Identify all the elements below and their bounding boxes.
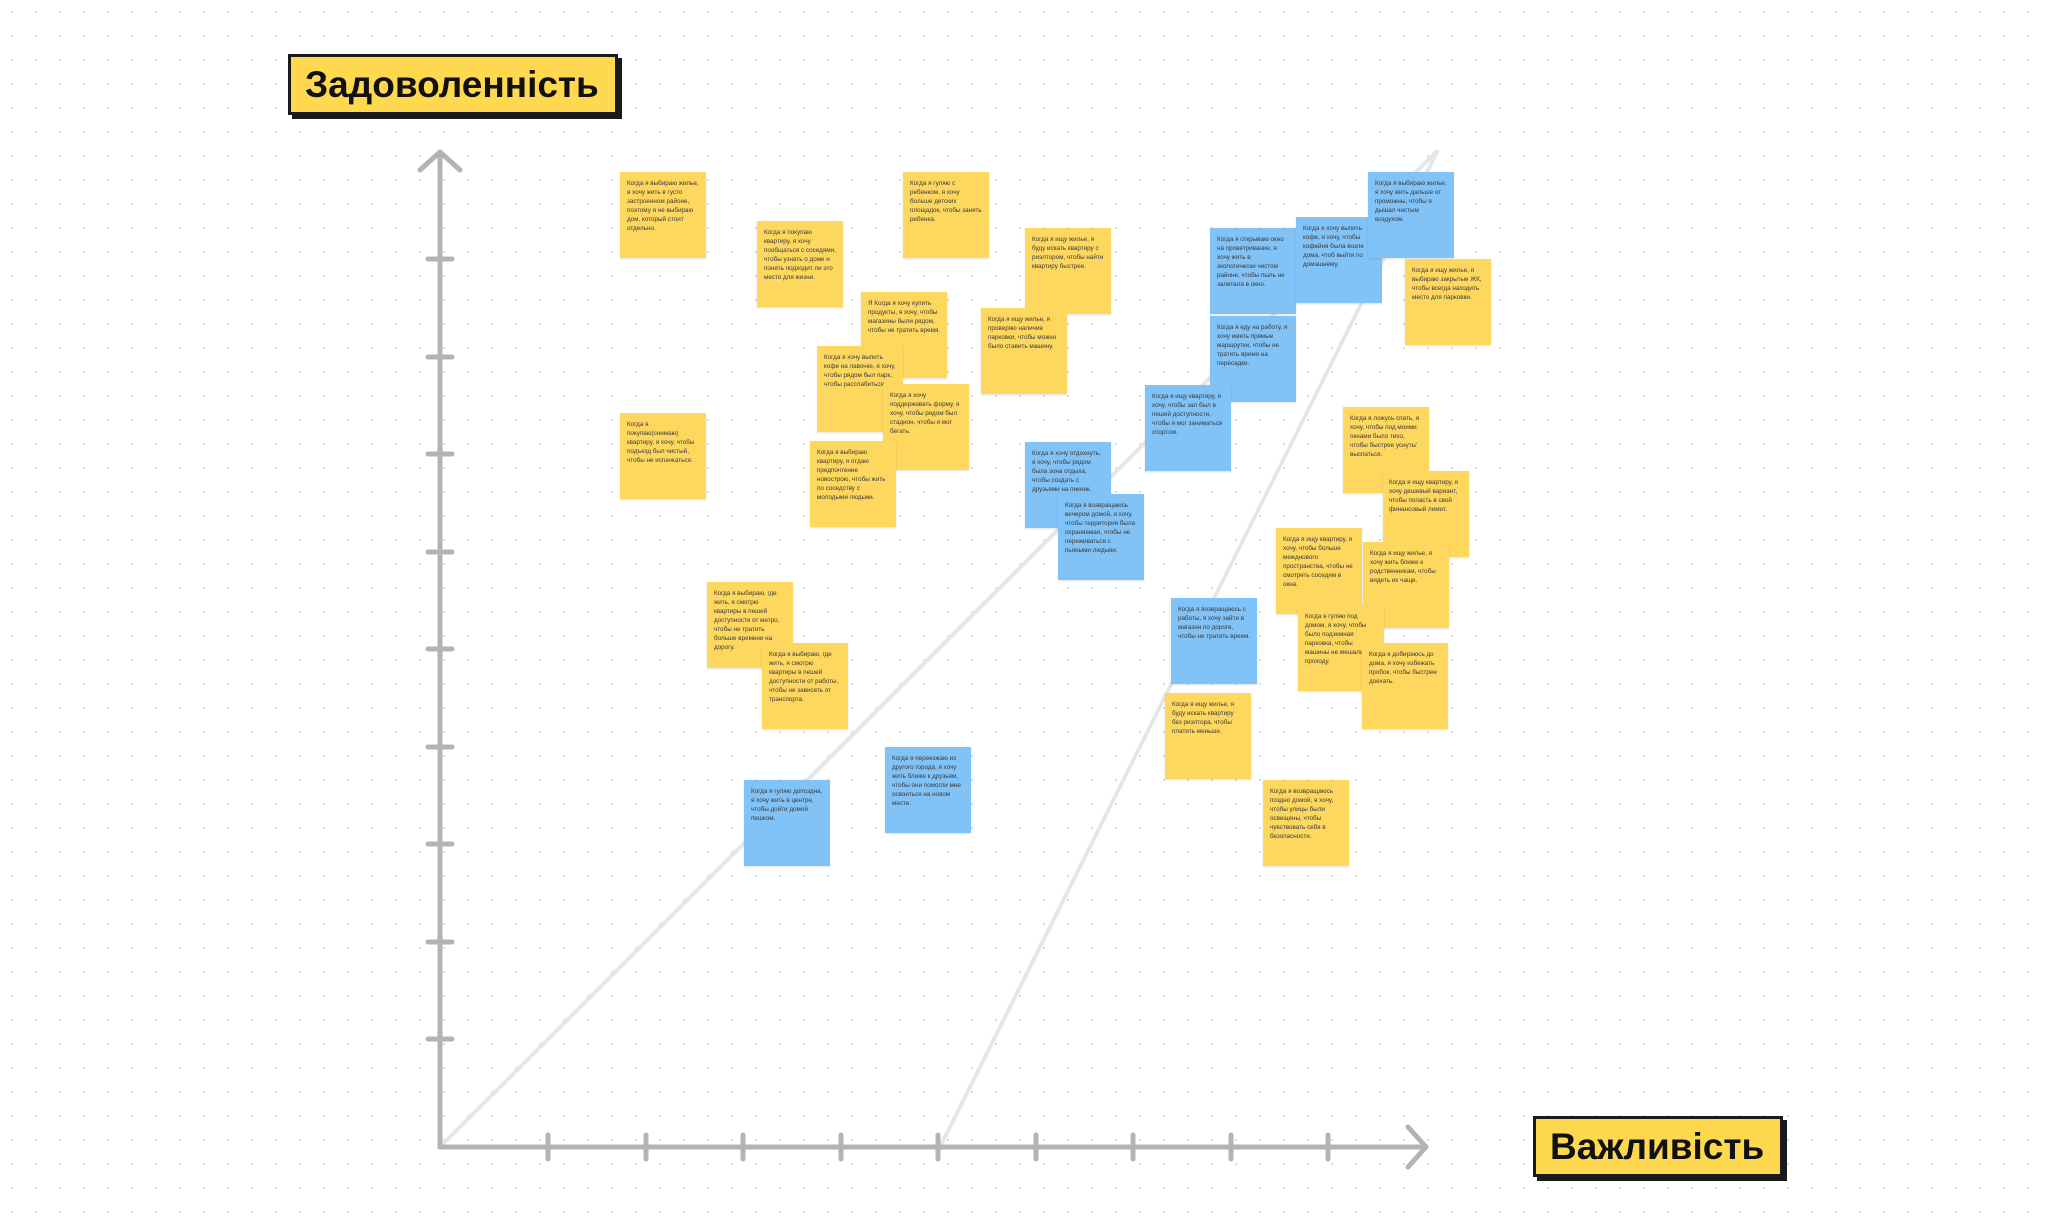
- note-text: Когда я добираюсь до дома, я хочу избежа…: [1369, 651, 1437, 685]
- note-text: Когда я гуляю допоздна, я хочу жить в це…: [751, 788, 823, 822]
- sticky-note-gym[interactable]: Когда я ищу квартиру, я хочу, чтобы зал …: [1145, 385, 1231, 471]
- note-text: Когда я выбираю, где жить, я смотрю квар…: [769, 651, 839, 703]
- sticky-note-avoid-traffic[interactable]: Когда я добираюсь до дома, я хочу избежа…: [1362, 643, 1448, 729]
- note-text: Когда я хочу поддерживать форму, я хочу,…: [890, 392, 960, 435]
- y-axis-title: Задоволенність: [288, 54, 618, 115]
- note-text: Когда я хочу выпить кофе, я хочу, чтобы …: [1303, 225, 1364, 268]
- x-axis: [437, 1124, 1429, 1170]
- y-axis: [417, 149, 463, 1150]
- note-text: Когда я выбираю жилье, я хочу жить в гус…: [627, 180, 699, 232]
- sticky-note-clean-entrance[interactable]: Когда я покупаю(снимаю) квартиру, я хочу…: [620, 413, 706, 499]
- note-text: Когда я хочу отдохнуть, я хочу, чтобы ря…: [1032, 450, 1101, 493]
- note-text: Когда я покупаю квартиру, я хочу пообщат…: [764, 229, 836, 281]
- x-axis-title: Важливість: [1533, 1116, 1783, 1177]
- note-text: Когда я ищу квартиру, я хочу, чтобы боль…: [1283, 536, 1353, 588]
- note-text: Когда я выбираю жилье, я хочу жить дальш…: [1375, 180, 1447, 223]
- sticky-note-lit-streets[interactable]: Когда я возвращаюсь поздно домой, я хочу…: [1263, 780, 1349, 866]
- sticky-note-direct-routes[interactable]: Когда я еду на работу, я хочу иметь прям…: [1210, 316, 1296, 402]
- note-text: Когда я переезжаю из другого города, я х…: [892, 755, 961, 807]
- sticky-note-clean-air[interactable]: Когда я выбираю жилье, я хочу жить дальш…: [1368, 172, 1454, 258]
- sticky-note-guarded-territory[interactable]: Когда я возвращаюсь вечером домой, я хоч…: [1058, 494, 1144, 580]
- sticky-note-realtor[interactable]: Когда я ищу жилье, я буду искать квартир…: [1025, 228, 1111, 314]
- note-text: Когда я ложусь спать, я хочу, чтобы под …: [1350, 415, 1419, 458]
- sticky-note-ecology[interactable]: Когда я открываю окно на проветривание, …: [1210, 228, 1296, 314]
- note-text: Когда я возвращаюсь поздно домой, я хочу…: [1270, 788, 1334, 840]
- sticky-note-playgrounds[interactable]: Когда я гуляю с ребенком, я хочу больше …: [903, 172, 989, 258]
- sticky-note-neighbors[interactable]: Когда я покупаю квартиру, я хочу пообщат…: [757, 221, 843, 307]
- note-text: Я Когда я хочу купить продукты, я хочу, …: [868, 300, 941, 334]
- sticky-note-new-building[interactable]: Когда я выбираю квартиру, я отдаю предпо…: [810, 441, 896, 527]
- sticky-note-near-friends[interactable]: Когда я переезжаю из другого города, я х…: [885, 747, 971, 833]
- note-text: Когда я возвращаюсь с работы, я хочу зай…: [1178, 606, 1251, 640]
- sticky-note-no-realtor[interactable]: Когда я ищу жилье, я буду искать квартир…: [1165, 693, 1251, 779]
- note-text: Когда я гуляю под домом, я хочу, чтобы б…: [1305, 613, 1367, 665]
- note-text: Когда я ищу квартиру, я хочу дешевый вар…: [1389, 479, 1459, 513]
- note-text: Когда я возвращаюсь вечером домой, я хоч…: [1065, 502, 1136, 554]
- sticky-note-parking[interactable]: Когда я ищу жилье, я проверяю наличие па…: [981, 308, 1067, 394]
- note-text: Когда я гуляю с ребенком, я хочу больше …: [910, 180, 982, 223]
- sticky-note-shop-on-way[interactable]: Когда я возвращаюсь с работы, я хочу зай…: [1171, 598, 1257, 684]
- note-text: Когда я ищу жилье, я выбираю закрытые ЖК…: [1412, 267, 1482, 301]
- sticky-note-underground-parking[interactable]: Когда я гуляю под домом, я хочу, чтобы б…: [1298, 605, 1384, 691]
- sticky-note-dense-district[interactable]: Когда я выбираю жилье, я хочу жить в гус…: [620, 172, 706, 258]
- note-text: Когда я еду на работу, я хочу иметь прям…: [1217, 324, 1288, 367]
- note-text: Когда я выбираю квартиру, я отдаю предпо…: [817, 449, 886, 501]
- note-text: Когда я ищу жилье, я буду искать квартир…: [1172, 701, 1235, 735]
- note-text: Когда я покупаю(снимаю) квартиру, я хочу…: [627, 421, 695, 464]
- sticky-note-near-work[interactable]: Когда я выбираю, где жить, я смотрю квар…: [762, 643, 848, 729]
- note-text: Когда я выбираю, где жить, я смотрю квар…: [714, 590, 780, 651]
- sticky-note-stadium[interactable]: Когда я хочу поддерживать форму, я хочу,…: [883, 384, 969, 470]
- note-text: Когда я ищу жилье, я буду искать квартир…: [1032, 236, 1104, 270]
- note-text: Когда я ищу квартиру, я хочу, чтобы зал …: [1152, 393, 1223, 436]
- sticky-note-gated-complex[interactable]: Когда я ищу жилье, я выбираю закрытые ЖК…: [1405, 259, 1491, 345]
- sticky-note-space-between-houses[interactable]: Когда я ищу квартиру, я хочу, чтобы боль…: [1276, 528, 1362, 614]
- note-text: Когда я ищу жилье, я хочу жить ближе к р…: [1370, 550, 1436, 584]
- sticky-note-live-center[interactable]: Когда я гуляю допоздна, я хочу жить в це…: [744, 780, 830, 866]
- note-text: Когда я открываю окно на проветривание, …: [1217, 236, 1285, 288]
- sticky-note-coffee-near-home[interactable]: Когда я хочу выпить кофе, я хочу, чтобы …: [1296, 217, 1382, 303]
- note-text: Когда я ищу жилье, я проверяю наличие па…: [988, 316, 1057, 350]
- note-text: Когда я хочу выпить кофе на лавочке, я х…: [824, 354, 896, 388]
